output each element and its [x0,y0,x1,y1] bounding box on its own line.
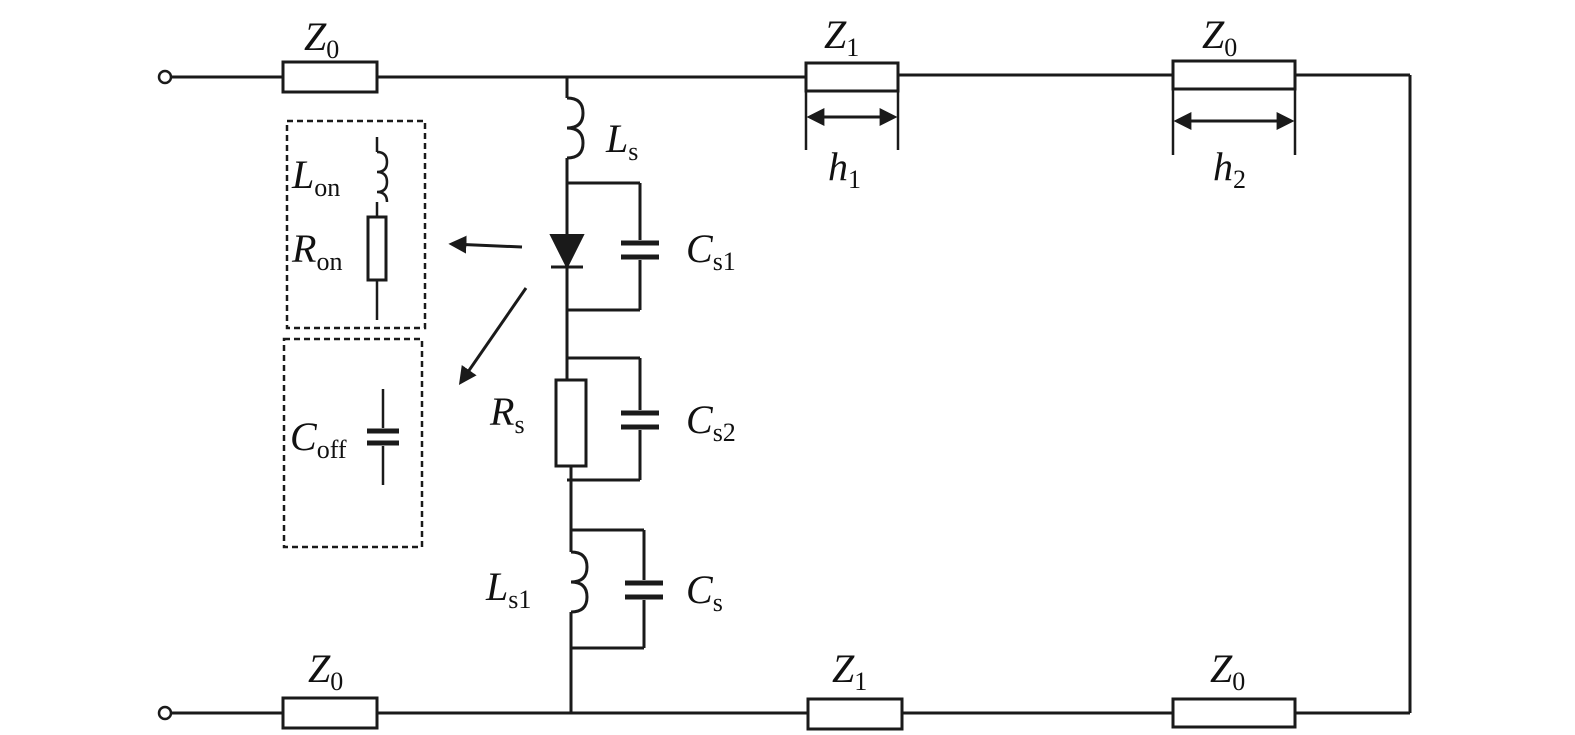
arrow-to-off-state [458,287,528,385]
off-state-model [282,337,424,549]
rs-label: Rs [489,389,525,439]
z1-bottom-resistor [806,697,904,731]
coff-label: Coff [290,414,347,464]
h2-dimension [1171,89,1297,155]
lon-label: Lon [291,152,340,202]
h1-dimension [804,91,900,150]
ron-resistor [366,215,388,282]
z0-bottom-left-label: Z0 [308,646,343,696]
z0-top-right-label: Z0 [1202,12,1237,62]
on-state-dashed-box [285,119,427,330]
z0-bottom-right-label: Z0 [1210,646,1245,696]
z0-top-left-resistor [281,60,379,94]
rs-resistor [554,378,588,468]
top-line [171,59,1410,94]
h2-label: h2 [1213,144,1246,194]
lon-inductor [376,150,389,203]
ls-inductor [566,96,585,160]
z1-top-label: Z1 [824,12,859,62]
z0-top-left-label: Z0 [304,14,339,64]
shunt-branch [549,77,663,713]
z1-top-resistor [804,61,900,93]
ls1-label: Ls1 [485,564,531,614]
off-state-dashed-box [282,337,424,549]
cs1-label: Cs1 [686,226,736,276]
cs-label: Cs [686,567,723,617]
ls1-inductor [570,550,589,614]
z0-bottom-left-resistor [281,696,379,730]
z0-top-right-resistor [1171,59,1297,91]
bottom-line [171,696,1410,731]
z0-bottom-right-resistor [1171,697,1297,729]
ls-label: Ls [605,116,638,166]
on-state-model [285,119,427,330]
z1-bottom-label: Z1 [832,646,867,696]
pin-diode [549,234,585,270]
cs2-label: Cs2 [686,397,736,447]
input-terminal-bottom [157,705,173,721]
input-terminal-top [157,69,173,85]
ron-label: Ron [291,226,342,276]
arrow-to-on-state [448,235,523,254]
h1-label: h1 [828,144,861,194]
